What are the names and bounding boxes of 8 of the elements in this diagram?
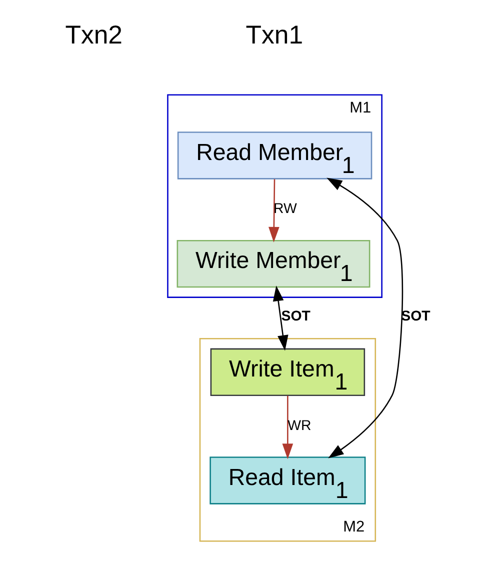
edge-label: SOT <box>280 308 310 324</box>
label: Txn1 <box>245 21 303 50</box>
edge-label: RW <box>273 201 296 218</box>
arrow <box>268 179 279 242</box>
label: Txn2 <box>64 21 122 50</box>
arrow <box>282 396 293 460</box>
arrow <box>326 178 403 458</box>
arrow <box>272 286 288 351</box>
